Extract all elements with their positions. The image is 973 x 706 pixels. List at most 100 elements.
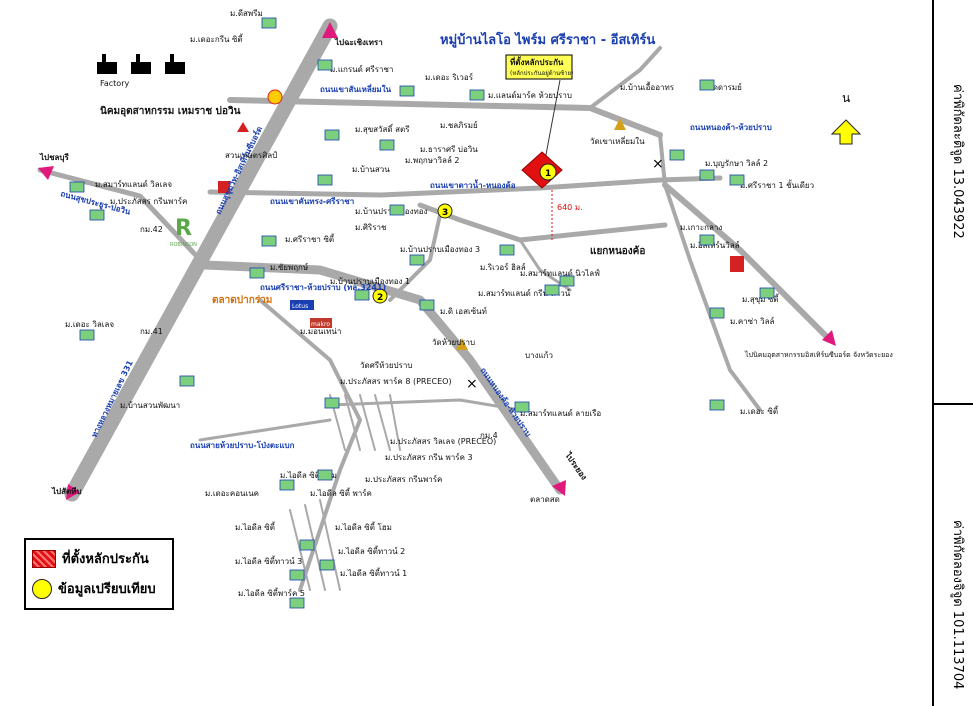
village-label: วัดศรีห้วยปราบ — [360, 361, 412, 370]
village-label: ม.ริเวอร์ ฮิลล์ — [480, 262, 526, 272]
place-temple-huayprab: วัดห้วยปราบ — [432, 338, 475, 347]
village-label: ม.อีสเทิร์นวิลล์ — [690, 240, 740, 250]
road-label-bowin: ถนนเขาสันเหลี่ยมใน — [320, 83, 392, 94]
bank-icon — [218, 181, 230, 193]
coordinate-panel: ค่าพิกัดละติจูด 13.043922 ค่าพิกัดลองจิจ… — [932, 0, 973, 706]
road-industrial — [662, 182, 833, 343]
village-label: ม.ประภัสสร กรีนพาร์ค — [110, 196, 187, 206]
map-title: หมู่บ้านไลโอ ไพร์ม ศรีราชา - อีสเทิร์น — [440, 31, 655, 48]
village-label: ม.ชลภิรมย์ — [440, 120, 478, 130]
legend-row-comparison: ข้อมูลเปรียบเทียบ — [32, 578, 156, 599]
village-label: ม.ธาราศรี บ่อวิน — [420, 145, 478, 154]
legend: ที่ตั้งหลักประกัน ข้อมูลเปรียบเทียบ — [24, 538, 174, 610]
village-label: ม.ไอดีล ซิตี้ทาวน์ 1 — [340, 567, 407, 578]
village-label: ม.ศรีราชา ซิตี้ — [285, 233, 335, 244]
north-arrow-icon — [830, 119, 862, 145]
longitude-label: ค่าพิกัดลองจิจูด 101.113704 — [950, 520, 965, 690]
road-south-east — [328, 398, 522, 412]
village-label: ม.บ้านปราบเมืองทอง 1 — [330, 277, 410, 286]
shell-icon — [267, 89, 283, 105]
village-label: ม.เดอะคอนเนค — [205, 489, 259, 498]
village-label: ม.สุขุม ซิตี้ — [742, 293, 780, 304]
callout-box — [505, 54, 573, 80]
arrow-southeast-icon — [552, 480, 566, 496]
road-south — [258, 298, 362, 592]
place-bangkaew: บางแก้ว — [525, 351, 553, 360]
village-label: ม.เดอะ ริเวอร์ — [425, 72, 474, 82]
village-label: ม.บ้านเอื้ออาทร — [620, 81, 675, 92]
place-km42: กม.42 — [140, 225, 163, 234]
road-label-nongkhamtop: ถนนเขาตาวน้ำ-หนองค้อ — [430, 179, 516, 190]
marker-2-label: 2 — [377, 293, 383, 303]
village-label: ม.ประภัสสร กรีน พาร์ค 3 — [385, 452, 473, 462]
road-west — [37, 167, 208, 268]
arrow-west-icon — [38, 166, 54, 180]
village-label: ม.ไอดีล ซิตี้ — [235, 521, 276, 532]
village-label: ม.บุญรักษา วิลล์ 2 — [705, 158, 768, 168]
place-junction: แยกหนองค้อ — [590, 245, 645, 257]
temple-icon-north — [614, 118, 626, 130]
village-label: ม.เกาะกลาง — [680, 223, 722, 232]
village-grid — [329, 394, 401, 451]
lotus-icon — [290, 300, 314, 310]
village-label: ม.ชัยพฤกษ์ — [270, 262, 308, 272]
village-label: ม.สมาร์ทแลนด์ ลายเรือ — [520, 408, 601, 418]
temple-icon-huayprab — [456, 338, 468, 350]
village-label: ม.บ้านสวนพัฒนา — [120, 401, 180, 410]
village-label: ม.มอนเทน่า — [300, 327, 341, 336]
village-label: ม.ศรีราชา 1 ชั้นเดียว — [740, 179, 814, 190]
village-label: ม.ไอดีล ซิตี้ โฮม — [280, 469, 337, 480]
village-label: ม.สมาร์ทแลนด์ นิวไลฟ์ — [520, 268, 600, 278]
village-label: ม.เดอะกรีน ซิตี้ — [190, 33, 244, 44]
village-label: ม.ไอดีล ซิตี้ โฮม — [335, 521, 392, 532]
village-label: ม.ศิริราช — [355, 223, 387, 232]
place-km41: กม.41 — [140, 327, 163, 336]
makro-icon — [310, 318, 332, 328]
road-junction — [417, 202, 668, 243]
legend-comparison-label: ข้อมูลเปรียบเทียบ — [58, 582, 156, 597]
village-label: ม.เดอะ ซิตี้ — [740, 405, 779, 416]
place-km4: กม.4 — [480, 431, 498, 440]
dest-rayong: ไประยอง — [563, 450, 590, 482]
marker-2 — [372, 288, 388, 304]
road-vill — [388, 213, 442, 302]
marker-3-label: 3 — [442, 208, 448, 218]
distance-label: 640 ม. — [557, 203, 583, 212]
road-top-north — [588, 46, 662, 110]
village-label: ม.แลนด์มาร์ค ห้วยปราบ — [488, 90, 572, 100]
village-label: ม.สมาร์ทแลนด์ วิลเลจ — [95, 179, 172, 189]
village-label: ม.ดิ เอสเซ้นท์ — [440, 306, 487, 316]
place-park: สวนเกษตรศิลป์ — [225, 150, 277, 160]
village-label: ม.ไอดีล ซิตี้ พาร์ค — [310, 487, 372, 498]
village-label: ม.ดีสพรีม — [230, 9, 263, 18]
place-market: ตลาดปากร่วม — [212, 294, 272, 306]
road-label-main2: ถนนศรีราชา-ห้วยปราบ (ทล.3241) — [260, 282, 386, 292]
village-label: ม.เดอะ วิลเลจ — [65, 320, 114, 329]
road-middle — [207, 175, 723, 198]
dest-chonburi: ไปชลบุรี — [39, 152, 70, 163]
village-label: ม.สมาร์ทแลนด์ กรีน ทาวน์ — [478, 288, 571, 298]
legend-collateral-label: ที่ตั้งหลักประกัน — [62, 552, 149, 567]
dest-chachoengsao: ไปฉะเชิงเทรา — [334, 37, 383, 47]
village-label: ม.ประภัสสร กรีนพาร์ค — [365, 474, 442, 484]
village-label: ม.ไอดีล ซิตี้พาร์ค 5 — [238, 587, 305, 598]
callout-line2: (หลักประกันอยู่ด้านซ้าย) — [510, 70, 573, 77]
robinson-logo-icon: R — [175, 216, 192, 241]
village-label: ม.ลัดดารมย์ — [700, 82, 742, 92]
road-label-huaypong: ถนนสายห้วยปราบ-โป่งตะแบก — [190, 440, 295, 450]
house-icons — [69, 17, 775, 609]
road-label-nongkham: ถนนหนองค้า-ห้วยปราบ — [690, 122, 772, 132]
road-huaypong — [198, 418, 332, 442]
callout-line1: ที่ตั้งหลักประกัน — [510, 56, 564, 67]
road-label-bangbung: ถนนเขาคันทรง-ศรีราชา — [270, 196, 354, 206]
arrow-south-icon — [66, 484, 80, 500]
mitsubishi-icon — [237, 122, 249, 132]
callout-pointer — [544, 79, 561, 161]
village-label: ม.ไอดีล ซิตี้ทาวน์ 2 — [338, 545, 405, 556]
marker-1 — [539, 163, 557, 181]
lotus-label: Lotus — [292, 303, 308, 310]
road-east-spur — [658, 133, 667, 187]
village-label: ม.แกรนด์ ศรีราชา — [330, 64, 393, 74]
legend-row-collateral: ที่ตั้งหลักประกัน — [32, 548, 149, 569]
factory-label: Factory — [100, 79, 129, 88]
